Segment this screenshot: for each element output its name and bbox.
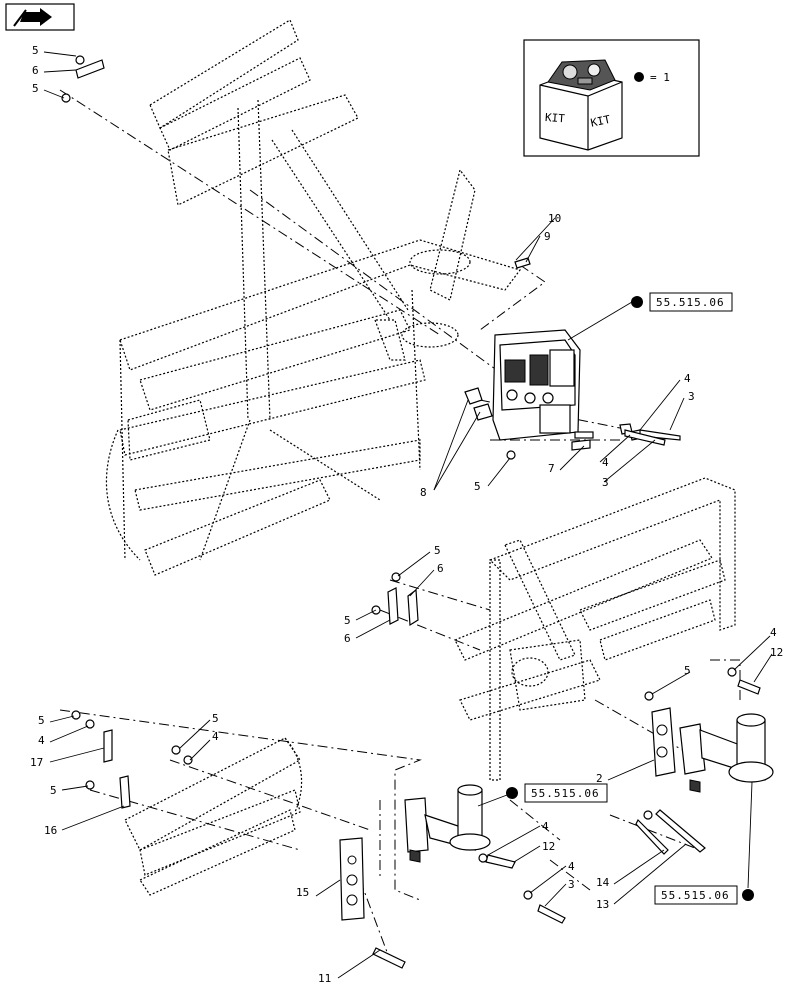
callout-9: 9 [544,230,551,243]
callout-15: 15 [296,886,309,899]
kit-equals-text: = 1 [650,71,670,84]
nut-5-top-b [61,93,71,103]
callout-3: 3 [688,390,695,403]
callout-5: 5 [212,712,219,725]
ref-top-bullet-icon [631,296,643,308]
callout-5: 5 [474,480,481,493]
ref-middle-bullet-icon [506,787,518,799]
motor-bracket-right[interactable] [651,707,774,793]
upper-frame-phantom [105,19,521,576]
callout-16: 16 [44,824,57,837]
callout-4: 4 [542,820,549,833]
callout-4: 4 [770,626,777,639]
plate-6-top [75,59,105,79]
callout-11: 11 [318,972,331,985]
reference-bottom-label: 55.515.06 [661,889,730,902]
callout-14: 14 [596,876,610,889]
reference-middle-label: 55.515.06 [531,787,600,800]
callout-4: 4 [684,372,691,385]
callout-12: 12 [770,646,783,659]
callout-3: 3 [602,476,609,489]
kit-bullet-icon [634,72,644,82]
callout-labels: 5 6 5 10 9 4 3 4 3 7 8 5 5 6 5 6 4 12 5 … [30,44,783,985]
callout-6: 6 [344,632,351,645]
reference-bottom[interactable]: 55.515.06 [654,781,754,905]
reference-middle[interactable]: 55.515.06 [477,783,608,807]
callout-4: 4 [212,730,219,743]
callout-8: 8 [420,486,427,499]
reference-top-label: 55.515.06 [656,296,725,309]
callout-6: 6 [32,64,39,77]
callout-17: 17 [30,756,43,769]
callout-7: 7 [548,462,555,475]
callout-5: 5 [50,784,57,797]
callout-5: 5 [38,714,45,727]
kit-label-1: KIT [545,111,566,125]
valve-assembly[interactable] [464,329,594,441]
callout-12: 12 [542,840,555,853]
callout-6: 6 [437,562,444,575]
kit-box-icon [539,59,623,151]
callout-3: 3 [568,878,575,891]
kit-legend: KIT KIT = 1 [523,39,700,157]
nav-arrow-icon[interactable] [5,3,75,31]
lower-left-frame-phantom [124,737,303,896]
callout-4: 4 [568,860,575,873]
callout-4: 4 [38,734,45,747]
callout-5: 5 [32,82,39,95]
callout-5: 5 [434,544,441,557]
callout-5: 5 [32,44,39,57]
reference-top[interactable]: 55.515.06 [567,292,733,341]
callout-4: 4 [602,456,609,469]
kit-label-2: KIT [589,113,612,130]
motor-bracket-left[interactable] [404,784,491,863]
bolt-11 [372,947,406,969]
callout-10: 10 [548,212,561,225]
lower-right-frame-phantom [454,477,736,781]
centerlines [59,89,741,961]
callout-2: 2 [596,772,603,785]
nut-5-top [75,55,85,65]
ref-bottom-bullet-icon [742,889,754,901]
callout-5: 5 [684,664,691,677]
callout-13: 13 [596,898,609,911]
callout-5: 5 [344,614,351,627]
leader-lines [43,51,773,979]
